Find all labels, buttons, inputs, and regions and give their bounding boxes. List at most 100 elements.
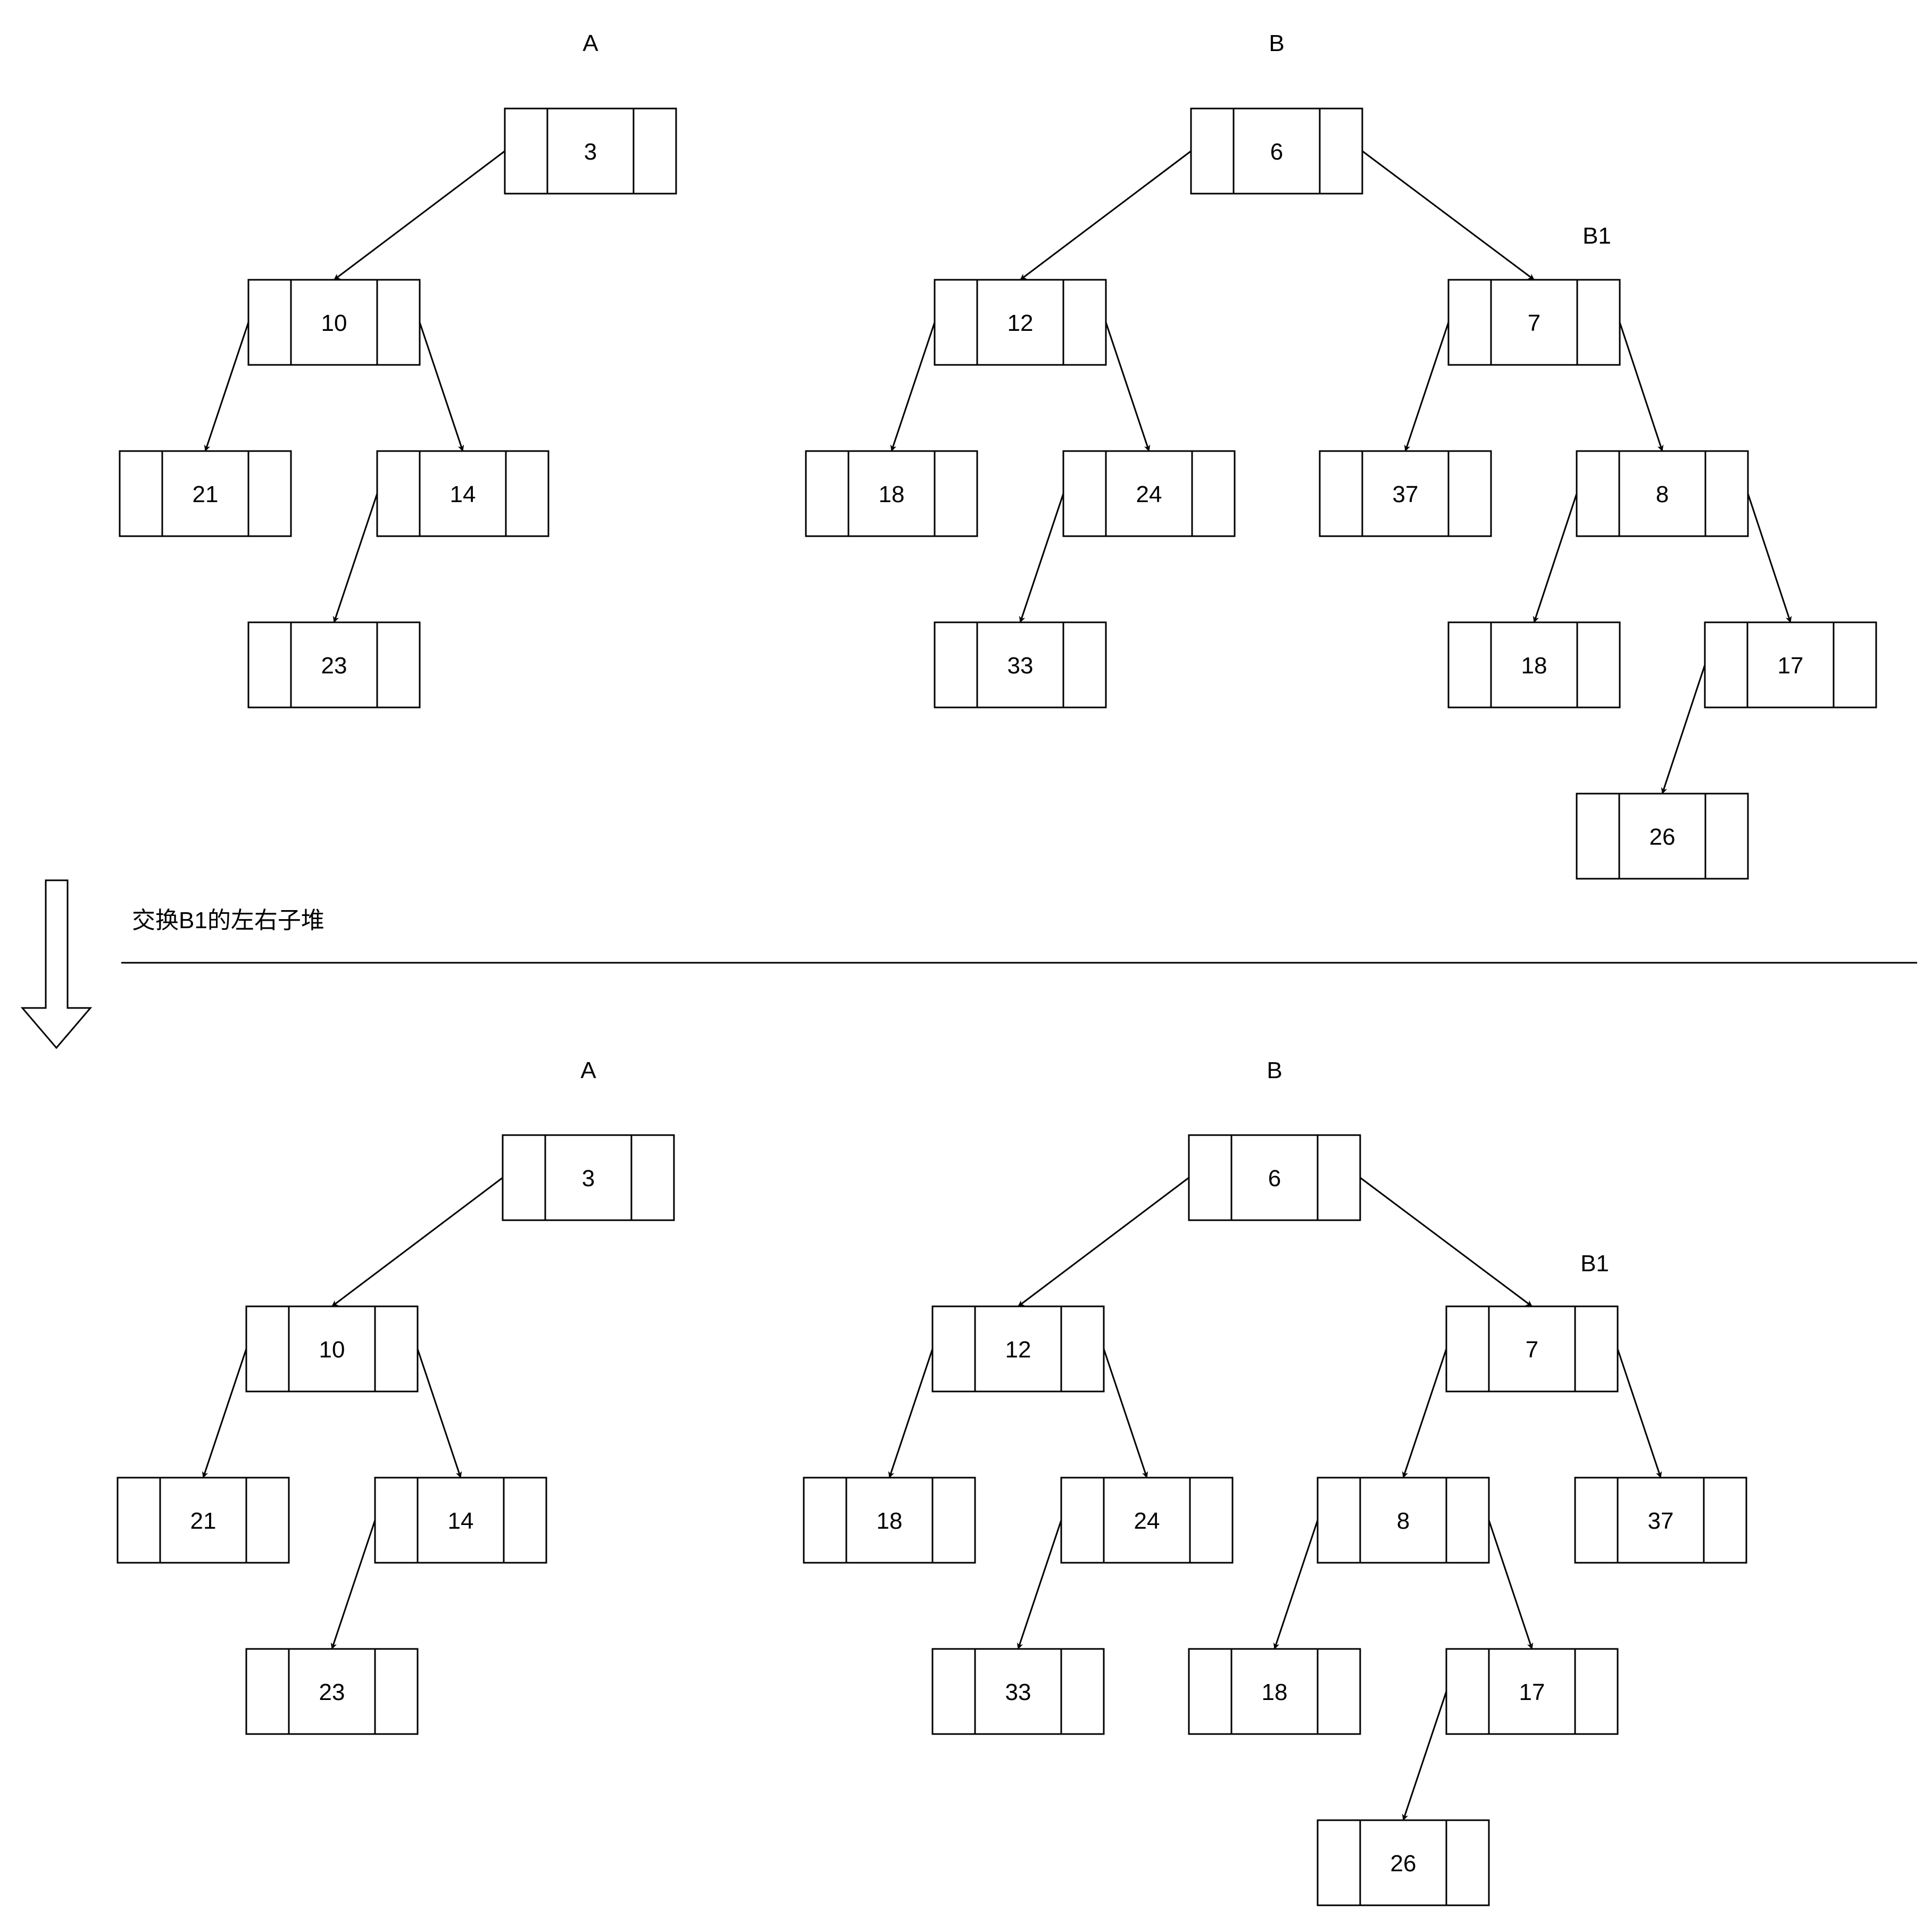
node-value: 18 xyxy=(1262,1679,1288,1705)
heap-node: 33 xyxy=(934,621,1107,709)
heap-node: 21 xyxy=(119,450,292,537)
node-box xyxy=(116,1477,290,1564)
node-value: 21 xyxy=(193,481,219,507)
heap-node: 23 xyxy=(247,621,421,709)
heap-b-label: B xyxy=(1267,1057,1282,1083)
heap-node: 37 xyxy=(1319,450,1492,537)
node-value: 12 xyxy=(1007,310,1034,336)
node-value: 17 xyxy=(1519,1679,1545,1705)
node-value: 26 xyxy=(1390,1851,1417,1877)
tree-edge-arrow xyxy=(331,1177,503,1307)
node-box xyxy=(1447,279,1621,366)
heap-b-label: B xyxy=(1269,30,1284,56)
node-value: 23 xyxy=(321,653,347,679)
node-value: 23 xyxy=(319,1679,345,1705)
down-arrow-icon xyxy=(20,879,93,1049)
heap-node: 14 xyxy=(376,450,549,537)
tree-edge-arrow xyxy=(1103,1348,1148,1478)
tree-edge-arrow xyxy=(204,322,249,452)
node-box xyxy=(1317,1819,1490,1906)
heap-node: 26 xyxy=(1576,793,1749,880)
tree-edge-arrow xyxy=(1362,150,1535,281)
tree-edge-arrow xyxy=(334,150,505,281)
node-box xyxy=(1319,450,1492,537)
node-value: 37 xyxy=(1393,481,1419,507)
subtree-b1-label: B1 xyxy=(1583,223,1611,249)
heap-node: 24 xyxy=(1062,450,1236,537)
subtree-b1-label: B1 xyxy=(1580,1251,1609,1277)
tree-edge-arrow xyxy=(417,1348,462,1478)
node-value: 18 xyxy=(879,481,905,507)
tree-edge-arrow xyxy=(1402,1691,1447,1821)
node-value: 18 xyxy=(1521,653,1547,679)
tree-edge-arrow xyxy=(1360,1177,1533,1307)
node-value: 33 xyxy=(1007,653,1034,679)
tree-edge-arrow xyxy=(202,1348,247,1478)
tree-edge-arrow xyxy=(330,1520,376,1649)
heap-node: 3 xyxy=(502,1134,675,1221)
tree-edge-arrow xyxy=(888,1348,934,1478)
heap-node: 24 xyxy=(1060,1477,1234,1564)
node-box xyxy=(502,1134,675,1221)
tree-edge-arrow xyxy=(1018,1177,1189,1307)
heap-node: 10 xyxy=(245,1305,419,1393)
tree-edge-arrow xyxy=(1019,493,1064,623)
node-box xyxy=(931,1305,1105,1393)
transition: 交换B1的左右子堆 xyxy=(20,879,1917,1049)
node-box xyxy=(1060,1477,1234,1564)
node-box xyxy=(1574,1477,1747,1564)
node-value: 33 xyxy=(1005,1679,1031,1705)
heap-a-label: A xyxy=(580,1057,596,1083)
heap-node: 18 xyxy=(805,450,978,537)
heap-node: 23 xyxy=(245,1648,419,1735)
before-nodes: 3 10 21 14 23 6 12 7 18 24 33 37 8 18 17 26 xyxy=(119,107,1877,880)
node-box xyxy=(1445,1648,1619,1735)
tree-edge-arrow xyxy=(419,322,464,452)
tree-edge-arrow xyxy=(1402,1348,1447,1478)
node-box xyxy=(247,621,421,709)
tree-edge-arrow xyxy=(1017,1520,1062,1649)
node-value: 17 xyxy=(1778,653,1804,679)
node-box xyxy=(1576,450,1749,537)
node-value: 8 xyxy=(1656,481,1669,507)
node-box xyxy=(504,107,677,195)
heap-node: 3 xyxy=(504,107,677,195)
node-value: 6 xyxy=(1270,139,1283,165)
tree-edge-arrow xyxy=(1661,664,1706,794)
node-box xyxy=(1188,1134,1361,1221)
node-box xyxy=(1317,1477,1490,1564)
heap-node: 21 xyxy=(116,1477,290,1564)
node-box xyxy=(803,1477,976,1564)
node-value: 3 xyxy=(584,139,597,165)
heap-node: 10 xyxy=(247,279,421,366)
node-value: 26 xyxy=(1650,824,1676,850)
node-value: 7 xyxy=(1528,310,1540,336)
heap-node: 7 xyxy=(1445,1305,1619,1393)
tree-edge-arrow xyxy=(890,322,936,452)
tree-edge-arrow xyxy=(1273,1520,1319,1649)
heap-node: 17 xyxy=(1445,1648,1619,1735)
tree-edge-arrow xyxy=(1533,493,1578,623)
node-box xyxy=(1188,1648,1361,1735)
node-box xyxy=(931,1648,1105,1735)
heap-node: 37 xyxy=(1574,1477,1747,1564)
heap-a-label: A xyxy=(582,30,598,56)
node-value: 14 xyxy=(448,1508,474,1534)
node-value: 24 xyxy=(1136,481,1162,507)
node-box xyxy=(1576,793,1749,880)
node-box xyxy=(1190,107,1363,195)
heap-node: 33 xyxy=(931,1648,1105,1735)
node-value: 7 xyxy=(1526,1337,1538,1363)
node-box xyxy=(247,279,421,366)
tree-edge-arrow xyxy=(1619,322,1664,452)
node-value: 12 xyxy=(1005,1337,1031,1363)
node-box xyxy=(245,1305,419,1393)
node-box xyxy=(934,621,1107,709)
node-value: 6 xyxy=(1268,1165,1281,1191)
node-box xyxy=(1447,621,1621,709)
node-box xyxy=(119,450,292,537)
node-value: 37 xyxy=(1648,1508,1674,1534)
